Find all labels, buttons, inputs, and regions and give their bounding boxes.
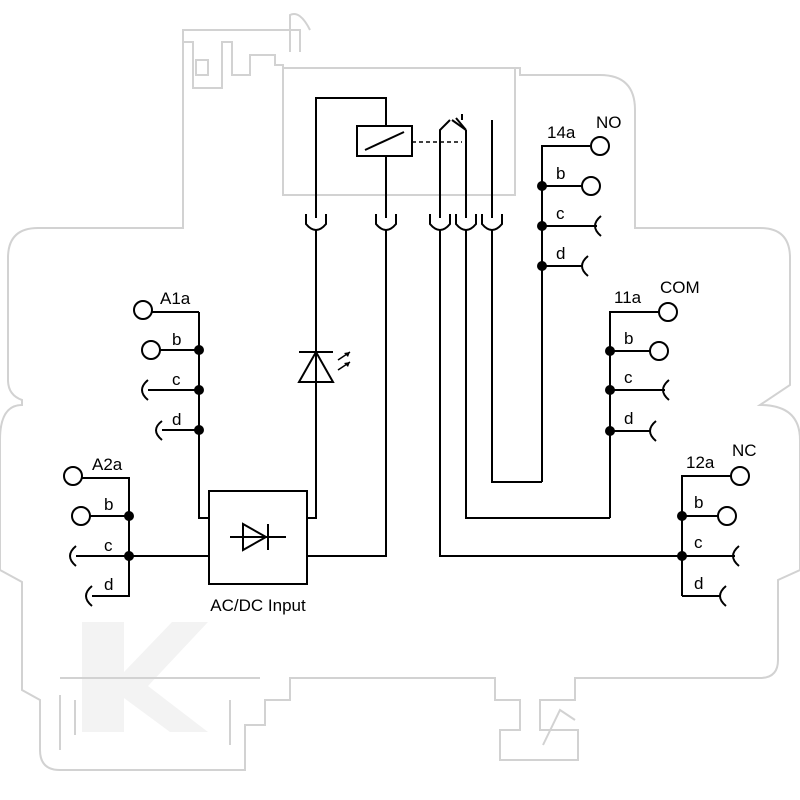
terminal-group-a2: A2a b c d [63,455,134,607]
spring-terminal-icon [594,215,602,237]
terminal-label-b: b [172,330,181,349]
spring-terminal-icon [155,420,163,441]
spring-terminal-icon [85,585,93,607]
terminal-group-a1: A1a b c d [133,289,204,441]
terminal-function-com: COM [660,278,700,297]
terminal-label-14a: 14a [547,123,576,142]
terminal-label-c: c [694,533,703,552]
spring-terminal-icon [581,255,589,277]
terminal-label-b: b [104,495,113,514]
terminal-group-11-com: 11a COM b c d [605,278,700,518]
terminal-label-b: b [694,493,703,512]
spring-terminal-icon [732,545,740,567]
plug-contacts [305,214,503,231]
input-label: AC/DC Input [210,596,306,615]
spring-terminal-icon [662,379,670,401]
terminal-label-b: b [556,164,565,183]
screw-terminal-icon [730,466,750,486]
screw-terminal-icon [63,466,83,486]
terminal-label-d: d [624,409,633,428]
relay-housing-outline [0,13,800,771]
screw-terminal-icon [141,340,161,360]
relay-coil-icon [356,125,413,157]
terminal-group-12-nc: 12a NC b c d [677,441,757,607]
spring-terminal-icon [141,379,149,401]
terminal-group-14-no: 14a NO b c d [537,113,622,482]
acdc-input-block: AC/DC Input [208,490,308,615]
rectifier-diode-icon [230,522,286,552]
interconnect-wires [129,230,682,557]
screw-terminal-icon [581,176,601,196]
terminal-label-c: c [172,370,181,389]
screw-terminal-icon [590,136,610,156]
changeover-contact-icon [439,114,493,218]
terminal-label-d: d [556,244,565,263]
terminal-function-nc: NC [732,441,757,460]
terminal-label-c: c [556,204,565,223]
terminal-label-a1a: A1a [160,289,191,308]
screw-terminal-icon [717,506,737,526]
terminal-label-11a: 11a [614,288,642,307]
screw-terminal-icon [649,341,669,361]
spring-terminal-icon [649,420,657,442]
screw-terminal-icon [71,506,91,526]
terminal-label-12a: 12a [686,453,715,472]
terminal-label-c: c [104,536,113,555]
terminal-label-b: b [624,329,633,348]
terminal-function-no: NO [596,113,622,132]
terminal-label-d: d [172,410,181,429]
terminal-label-a2a: A2a [92,455,123,474]
led-icon [297,349,351,383]
terminal-label-d: d [694,574,703,593]
terminal-label-c: c [624,368,633,387]
relay-coil-circuit [315,97,462,218]
screw-terminal-icon [658,302,678,322]
terminal-label-d: d [104,575,113,594]
screw-terminal-icon [133,300,153,320]
spring-terminal-icon [719,585,727,607]
spring-terminal-icon [69,545,77,567]
